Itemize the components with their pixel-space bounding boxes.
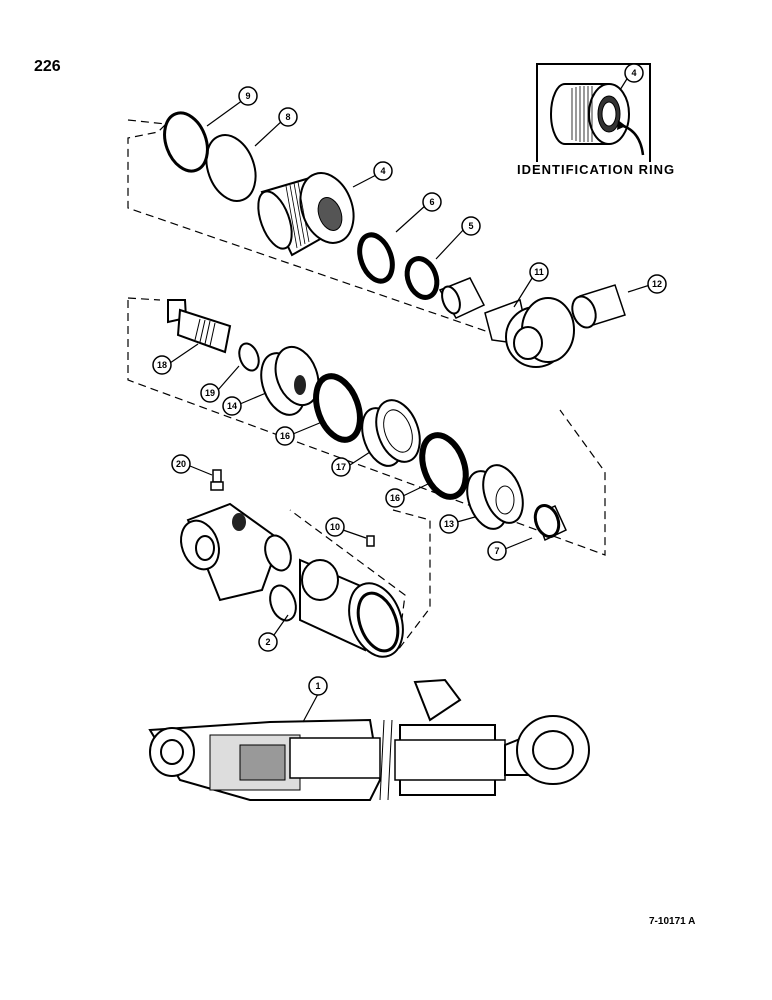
bushing-7 xyxy=(533,504,567,542)
callout-label: 7 xyxy=(494,546,499,556)
seal-5 xyxy=(404,256,440,300)
callout-label: 9 xyxy=(245,91,250,101)
callout-label: 11 xyxy=(534,267,544,277)
callout-circle xyxy=(647,274,667,294)
callout-label: 12 xyxy=(652,279,662,289)
inset-piston-illustration xyxy=(550,83,645,156)
screw-10 xyxy=(366,535,375,547)
inset-label: IDENTIFICATION RING xyxy=(514,162,679,177)
figure-code: 7-10171 A xyxy=(649,916,696,927)
callout-circle xyxy=(275,426,295,446)
rod-end-11 xyxy=(484,297,575,368)
callout-label: 8 xyxy=(285,112,290,122)
cylinder-barrel-2 xyxy=(180,502,404,658)
callout-circle xyxy=(278,107,298,127)
callout-circle xyxy=(487,541,507,561)
piston-4 xyxy=(257,172,355,257)
wear-ring-17 xyxy=(361,399,421,467)
bushing xyxy=(438,277,486,319)
callout-label: 13 xyxy=(444,519,454,529)
callout-label: 17 xyxy=(336,462,346,472)
callout-label: 20 xyxy=(176,459,186,469)
washer-19 xyxy=(238,342,260,372)
callout-label: 10 xyxy=(330,522,340,532)
page-number: 226 xyxy=(34,58,61,75)
bolt-18 xyxy=(167,299,232,354)
callout-circle xyxy=(461,216,481,236)
callout-circle xyxy=(171,454,191,474)
ring-9 xyxy=(163,111,209,173)
callout-circle xyxy=(222,396,242,416)
callout-label: 2 xyxy=(265,637,270,647)
seal-6 xyxy=(357,232,395,284)
callout-label: 19 xyxy=(205,388,215,398)
ring-8 xyxy=(205,134,257,202)
grease-fitting-20 xyxy=(210,469,224,491)
callout-label: 5 xyxy=(468,221,473,231)
callout-label: 1 xyxy=(315,681,320,691)
callout-circle xyxy=(373,161,393,181)
callout-circle xyxy=(385,488,405,508)
callout-circle xyxy=(200,383,220,403)
callout-circle xyxy=(624,63,644,83)
callout-label: 16 xyxy=(390,493,400,503)
callout-circle xyxy=(529,262,549,282)
seal-16-a xyxy=(313,373,363,443)
callout-circle xyxy=(422,192,442,212)
gland-13 xyxy=(466,464,524,530)
callout-label: 14 xyxy=(227,401,237,411)
assembled-cylinder-1 xyxy=(148,678,590,801)
callout-circle xyxy=(238,86,258,106)
callout-label: 4 xyxy=(380,166,385,176)
sleeve-12 xyxy=(571,284,626,329)
callout-label: 18 xyxy=(157,360,167,370)
callout-label: 4 xyxy=(631,68,636,78)
callout-circle xyxy=(152,355,172,375)
gland-14 xyxy=(260,345,320,416)
callout-circle xyxy=(258,632,278,652)
callout-label: 16 xyxy=(280,431,290,441)
callout-label: 6 xyxy=(429,197,434,207)
callout-circle xyxy=(308,676,328,696)
callout-circle xyxy=(331,457,351,477)
callout-circle xyxy=(325,517,345,537)
callout-circle xyxy=(439,514,459,534)
seal-16-b xyxy=(419,432,469,500)
